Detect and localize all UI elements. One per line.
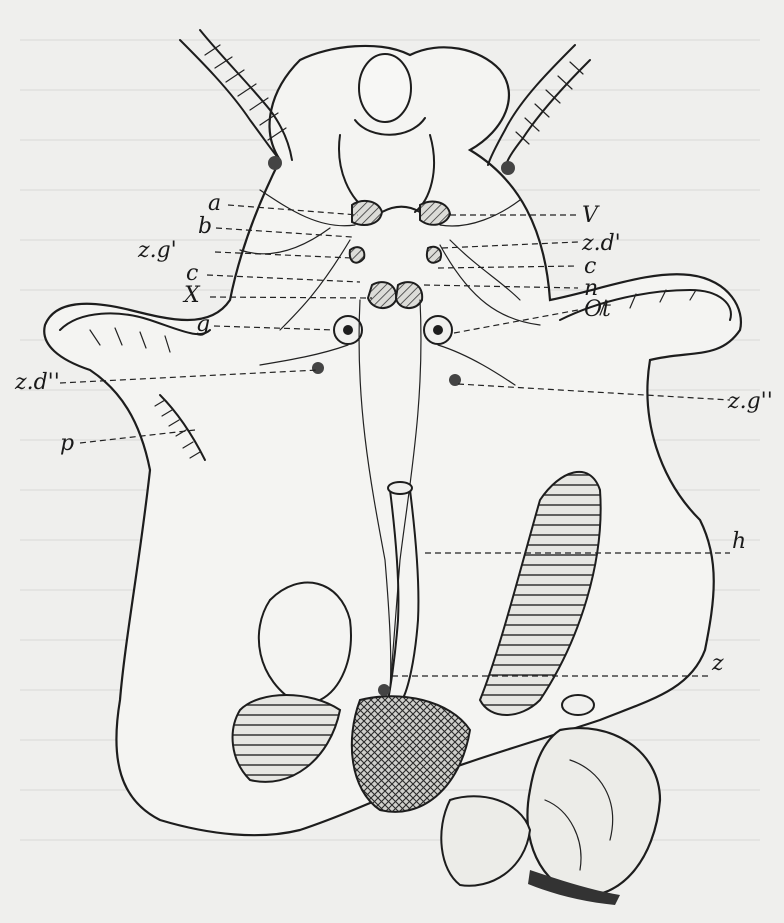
label-zd1: z.d' [581, 231, 621, 256]
label-x: X [182, 283, 201, 308]
label-zg2: z.g'' [727, 389, 773, 414]
label-p: p [60, 431, 74, 456]
label-b: b [198, 214, 212, 239]
label-ot: Ot [584, 297, 611, 322]
label-g: g [196, 312, 210, 337]
label-zg1: z.g' [137, 238, 177, 263]
label-a: a [208, 191, 221, 216]
label-h: h [732, 529, 746, 554]
label-z: z [711, 651, 724, 676]
label-zd2: z.d'' [14, 370, 60, 395]
label-v: V [582, 203, 600, 228]
